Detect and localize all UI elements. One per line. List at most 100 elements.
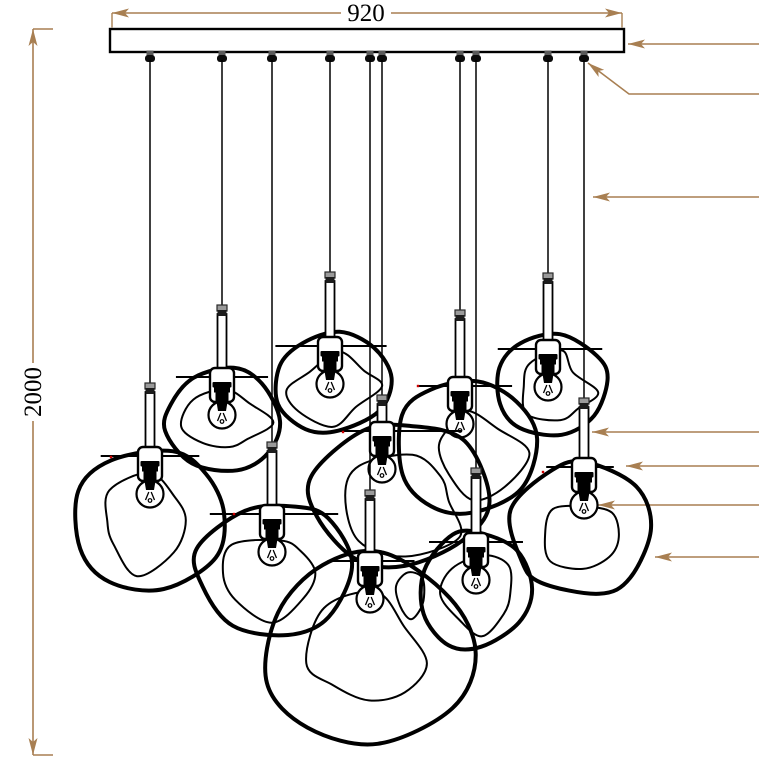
glass-shade <box>396 378 540 516</box>
leader-canopy <box>628 39 759 49</box>
cord-grip <box>579 50 589 62</box>
cable-connector-body <box>455 315 465 321</box>
light-bulb <box>207 400 237 430</box>
cord-grip <box>365 50 375 62</box>
glass-shade <box>191 503 355 638</box>
leader-arrowhead-icon <box>628 39 645 49</box>
glass-reflection-small <box>394 571 426 621</box>
pendant-bottom-left <box>191 60 355 638</box>
leader-arrowhead-icon <box>598 500 615 510</box>
pendant-top-right <box>495 60 610 438</box>
arrowhead-icon <box>28 29 38 46</box>
glass-reflection <box>305 590 428 702</box>
lamp-socket <box>212 382 232 403</box>
glass-shade <box>418 528 535 652</box>
canopy-bar <box>108 27 626 54</box>
lamp-socket <box>574 472 594 493</box>
pendant-left <box>73 60 227 593</box>
glass-shade <box>263 548 478 747</box>
leader-arrowhead-icon <box>592 427 609 437</box>
light-bulb <box>569 490 599 520</box>
leader-arrowhead-icon <box>626 461 643 471</box>
vertex-marker <box>109 455 113 459</box>
width-dimension-label: 920 <box>347 0 385 27</box>
cable-connector-body <box>365 495 375 501</box>
width-dimension <box>111 8 623 28</box>
height-dimension <box>28 28 53 756</box>
pendant-right <box>507 60 654 596</box>
light-bulb <box>355 584 385 614</box>
lamp-socket <box>262 519 282 540</box>
glass-reflection <box>104 471 187 578</box>
glass-reflection <box>439 554 513 638</box>
lamp-socket <box>372 436 392 457</box>
arrowhead-icon <box>112 8 129 18</box>
arrowhead-icon <box>605 8 622 18</box>
glass-reflection <box>344 453 463 558</box>
cord-grip <box>377 50 387 62</box>
vertex-marker <box>232 512 236 516</box>
arrowhead-icon <box>28 738 38 755</box>
leader-arrowhead-icon <box>588 63 605 78</box>
vertex-marker <box>541 470 545 474</box>
glass-shade <box>161 365 283 473</box>
light-bulb <box>257 537 287 567</box>
glass-reflection <box>285 350 384 428</box>
cable-connector-body <box>543 278 553 284</box>
stem-tube <box>266 450 278 511</box>
lamp-socket <box>538 354 558 375</box>
light-bulb <box>533 372 563 402</box>
lamp-socket <box>140 461 160 482</box>
pendant-top-left <box>161 60 283 473</box>
light-bulb <box>461 565 491 595</box>
light-bulb <box>135 479 165 509</box>
cable-connector-body <box>377 400 387 406</box>
glass-shade <box>507 459 654 596</box>
cable-connector-body <box>471 473 481 479</box>
cable-connector-body <box>325 277 335 283</box>
stem-tube <box>454 318 466 383</box>
drawing-geometry <box>28 8 759 756</box>
glass-shade <box>273 329 394 435</box>
leader-suspension-cable <box>593 192 759 202</box>
cord-grip <box>325 50 335 62</box>
stem-tube <box>364 498 376 558</box>
stem-tube <box>578 406 590 464</box>
leader-glass-fitting <box>626 461 759 471</box>
lamp-socket <box>466 547 486 568</box>
leader-arrowhead-icon <box>593 192 610 202</box>
leader-line <box>587 62 759 95</box>
cable-connector-body <box>145 388 155 394</box>
cord-grip <box>455 50 465 62</box>
leader-glass-shade <box>655 552 759 562</box>
cable-connector-body <box>267 447 277 453</box>
vertex-marker <box>416 384 420 388</box>
glass-reflection <box>179 388 275 449</box>
pendant-bottom-center <box>418 60 535 652</box>
glass-reflection <box>221 538 317 624</box>
cord-grip <box>217 50 227 62</box>
stem-tube <box>470 476 482 539</box>
stem-tube <box>216 313 228 374</box>
lamp-socket <box>320 351 340 372</box>
pendant-bottom <box>263 60 478 747</box>
cord-grip <box>471 50 481 62</box>
stem-tube <box>324 280 336 343</box>
cord-grip <box>543 50 553 62</box>
leader-bulb <box>598 500 759 510</box>
height-dimension-label: 2000 <box>20 367 47 417</box>
stem-tube <box>144 391 156 453</box>
glass-reflection <box>437 409 531 502</box>
cable-connector-body <box>579 403 589 409</box>
pendant-top-center <box>273 60 394 435</box>
stem-tube <box>542 281 554 346</box>
cable-connector-body <box>217 310 227 316</box>
leader-stem-tube <box>592 427 759 437</box>
light-bulb <box>315 369 345 399</box>
lamp-socket <box>360 566 380 587</box>
lamp-socket <box>450 391 470 412</box>
leader-arrowhead-icon <box>655 552 672 562</box>
leader-cord-grip <box>587 62 759 95</box>
